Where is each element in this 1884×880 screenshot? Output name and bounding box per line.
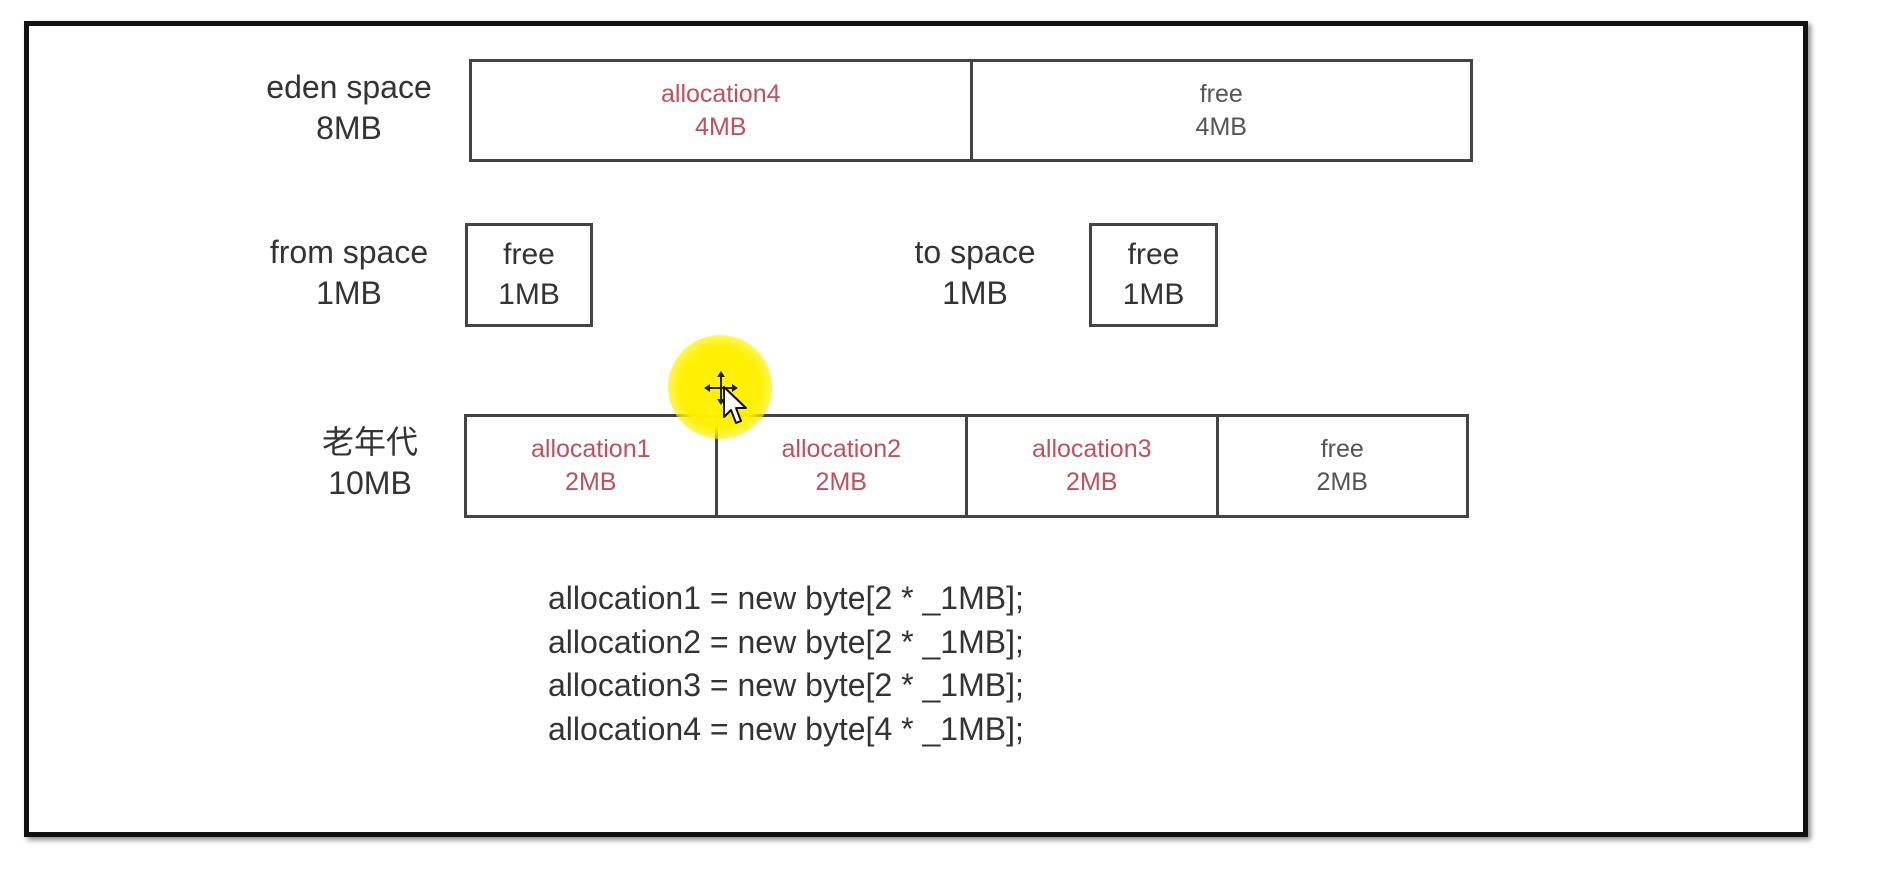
from-space-size: 1MB xyxy=(316,275,382,311)
cell-name: free xyxy=(1320,435,1364,463)
eden-space-label: eden space 8MB xyxy=(236,67,462,149)
cell-size: 1MB xyxy=(1122,278,1185,311)
cell-size: 2MB xyxy=(815,468,867,496)
cell-size: 2MB xyxy=(1316,468,1368,496)
cell-name: free xyxy=(503,238,555,271)
eden-space-box: allocation4 4MB free 4MB xyxy=(469,59,1473,162)
to-space-label: to space 1MB xyxy=(870,232,1080,314)
cell-name: free xyxy=(1199,79,1243,108)
eden-cell-free: free 4MB xyxy=(969,62,1471,159)
code-line: allocation1 = new byte[2 * _1MB]; xyxy=(548,580,1024,616)
cell-size: 4MB xyxy=(1195,112,1247,141)
cell-name: allocation2 xyxy=(781,435,902,463)
eden-cell-allocation4: allocation4 4MB xyxy=(472,62,970,159)
cell-size: 4MB xyxy=(695,112,747,141)
to-cell-free: free 1MB xyxy=(1092,226,1215,324)
old-gen-title: 老年代 xyxy=(321,424,418,460)
cursor-highlight xyxy=(668,335,772,439)
code-line: allocation2 = new byte[2 * _1MB]; xyxy=(548,623,1024,660)
old-cell-free: free 2MB xyxy=(1215,417,1467,515)
cell-size: 2MB xyxy=(1066,468,1118,496)
old-cell-allocation3: allocation3 2MB xyxy=(965,417,1216,515)
allocation-code: allocation1 = new byte[2 * _1MB]; alloca… xyxy=(548,577,1024,751)
cell-name: free xyxy=(1127,238,1180,271)
eden-space-size: 8MB xyxy=(316,110,382,146)
cell-size: 2MB xyxy=(565,468,617,496)
old-gen-label: 老年代 10MB xyxy=(270,422,470,504)
eden-space-title: eden space xyxy=(266,69,432,105)
from-cell-free: free 1MB xyxy=(468,226,590,324)
cell-name: allocation3 xyxy=(1031,435,1152,463)
code-line: allocation4 = new byte[4 * _1MB]; xyxy=(548,710,1024,747)
to-space-box: free 1MB xyxy=(1089,223,1218,327)
code-line: allocation3 = new byte[2 * _1MB]; xyxy=(548,667,1024,703)
old-gen-size: 10MB xyxy=(328,465,412,501)
move-cursor-icon xyxy=(704,371,747,424)
cell-name: allocation4 xyxy=(660,79,781,108)
from-space-box: free 1MB xyxy=(465,223,593,327)
cell-name: allocation1 xyxy=(530,435,651,463)
old-cell-allocation2: allocation2 2MB xyxy=(714,417,966,515)
old-cell-allocation1: allocation1 2MB xyxy=(467,417,715,515)
to-space-size: 1MB xyxy=(942,275,1008,311)
from-space-label: from space 1MB xyxy=(236,232,462,314)
from-space-title: from space xyxy=(269,234,429,270)
old-gen-box: allocation1 2MB allocation2 2MB allocati… xyxy=(464,414,1469,518)
to-space-title: to space xyxy=(914,234,1036,270)
cell-size: 1MB xyxy=(498,278,560,311)
